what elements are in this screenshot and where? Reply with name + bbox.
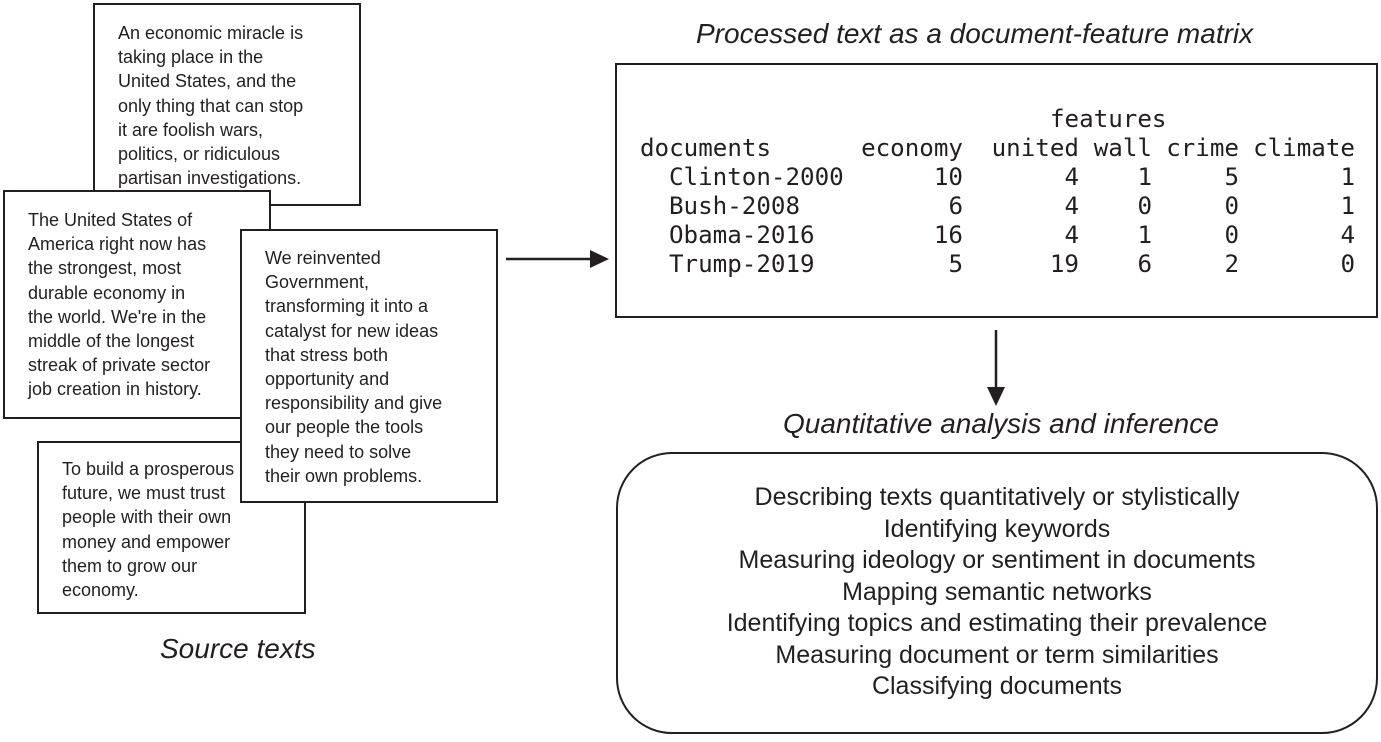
arrowhead-down (987, 387, 1005, 406)
features-header: features (1050, 105, 1167, 133)
matrix-cell: 10 (933, 163, 963, 191)
matrix-cell: 4 (1064, 192, 1079, 220)
feature-header-united: united (991, 134, 1079, 162)
analysis-box (616, 452, 1378, 734)
document-feature-matrix: features documents economy united wall crim… (640, 105, 1355, 279)
source-document-1: An economic miracle is taking place in t… (93, 3, 361, 206)
matrix-cell: 0 (1340, 250, 1355, 278)
analysis-item: Describing texts quantitatively or styli… (754, 483, 1240, 511)
feature-header-wall: wall (1093, 134, 1152, 162)
features-header-row: features (640, 105, 1355, 134)
arrowhead-right (590, 250, 609, 268)
matrix-cell: 4 (1064, 163, 1079, 191)
analysis-item: Measuring ideology or sentiment in docum… (738, 546, 1256, 574)
analysis-list: Describing texts quantitatively or styli… (618, 482, 1376, 703)
matrix-cell: 1 (1340, 163, 1355, 191)
matrix-row: Trump-2019 5 19 6 2 0 (640, 250, 1355, 279)
document-name: Bush-2008 (669, 192, 801, 220)
matrix-cell: 4 (1064, 221, 1079, 249)
matrix-cell: 0 (1224, 221, 1239, 249)
matrix-cell: 0 (1224, 192, 1239, 220)
analysis-label: Quantitative analysis and inference (783, 408, 1219, 439)
matrix-cell: 5 (1224, 163, 1239, 191)
analysis-item: Mapping semantic networks (842, 577, 1152, 606)
feature-header-climate: climate (1253, 134, 1355, 162)
feature-header-crime: crime (1166, 134, 1239, 162)
dfm-label: Processed text as a document-feature mat… (696, 18, 1254, 49)
document-name: Obama-2016 (669, 221, 815, 249)
source-document-2-text: The United States of America right now h… (28, 210, 211, 400)
column-header-row: documents economy united wall crime climate (640, 134, 1355, 163)
source-document-4-text: We reinvented Government, transforming i… (265, 248, 443, 486)
source-document-1-text: An economic miracle is taking place in t… (118, 23, 304, 189)
matrix-row: Obama-2016 16 4 1 0 4 (640, 221, 1355, 250)
matrix-cell: 0 (1137, 192, 1152, 220)
analysis-item: Identifying topics and estimating their … (726, 609, 1268, 637)
source-document-2: The United States of America right now h… (3, 190, 271, 419)
analysis-item: Measuring document or term similarities (775, 640, 1219, 669)
analysis-item: Classifying documents (871, 672, 1123, 700)
source-texts-label: Source texts (160, 633, 316, 664)
document-name: Trump-2019 (669, 250, 815, 278)
matrix-cell: 19 (1049, 250, 1079, 278)
dfm-box (615, 63, 1378, 318)
matrix-cell: 16 (933, 221, 963, 249)
matrix-cell: 4 (1340, 221, 1355, 249)
matrix-row: Bush-2008 6 4 0 0 1 (640, 192, 1355, 221)
matrix-cell: 5 (948, 250, 963, 278)
matrix-cell: 1 (1340, 192, 1355, 220)
feature-header-economy: economy (861, 134, 963, 162)
matrix-cell: 1 (1137, 221, 1152, 249)
analysis-item: Identifying keywords (883, 514, 1111, 543)
source-document-4: We reinvented Government, transforming i… (240, 229, 498, 503)
matrix-cell: 6 (1137, 250, 1152, 278)
source-document-3-text: To build a prosperous future, we must tr… (62, 459, 235, 601)
document-name: Clinton-2000 (669, 163, 844, 191)
matrix-cell: 2 (1224, 250, 1239, 278)
documents-header: documents (640, 134, 772, 162)
matrix-row: Clinton-2000 10 4 1 5 1 (640, 163, 1355, 192)
matrix-cell: 6 (948, 192, 963, 220)
matrix-cell: 1 (1137, 163, 1152, 191)
